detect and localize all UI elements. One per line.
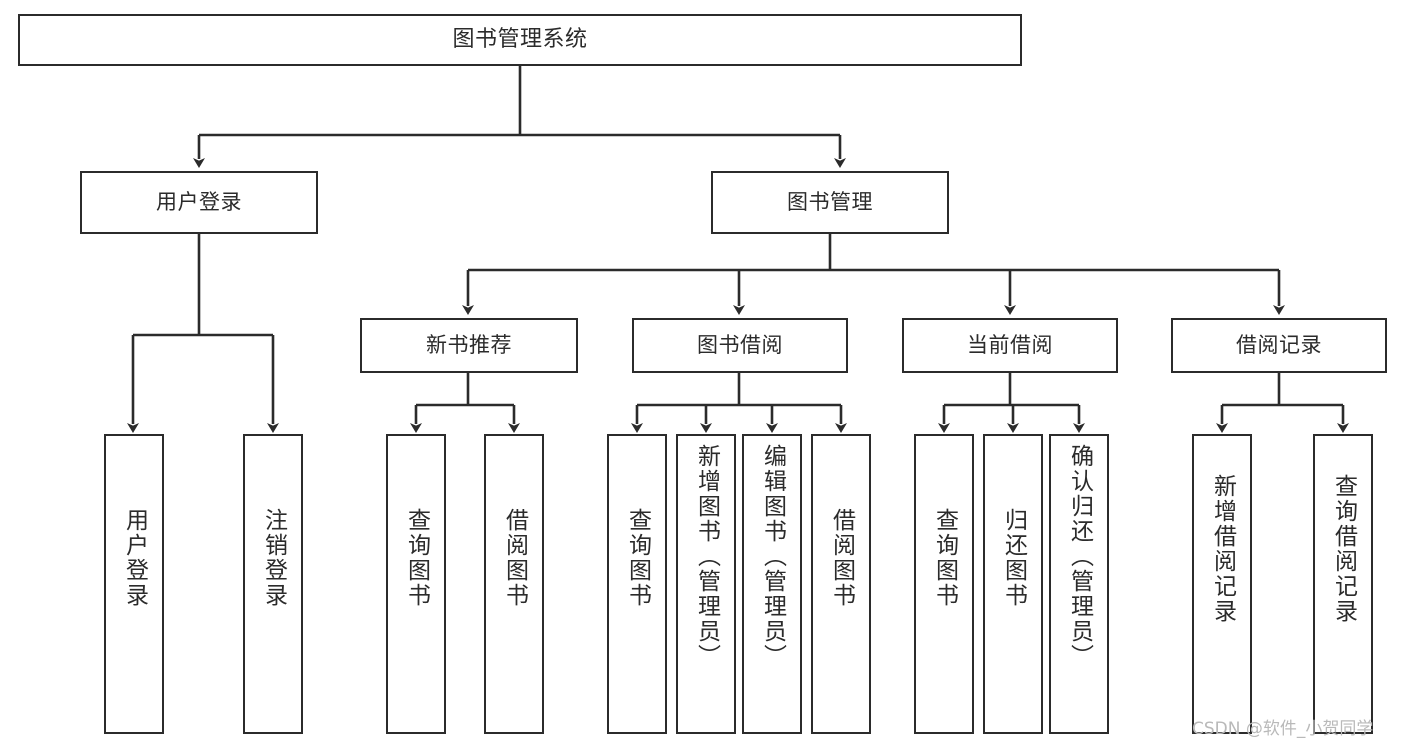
node-leaf-query-book-3[interactable]: 查询图书 bbox=[914, 434, 974, 734]
node-leaf-confirm-return[interactable]: 确认归还（管理员） bbox=[1049, 434, 1109, 734]
node-current-borrow-label: 当前借阅 bbox=[967, 333, 1053, 358]
node-leaf-logout-label: 注销登录 bbox=[260, 508, 287, 608]
node-leaf-query-book-1-label: 查询图书 bbox=[403, 508, 430, 608]
node-root[interactable]: 图书管理系统 bbox=[18, 14, 1022, 66]
node-leaf-query-book-1[interactable]: 查询图书 bbox=[386, 434, 446, 734]
node-leaf-borrow-book-2[interactable]: 借阅图书 bbox=[811, 434, 871, 734]
node-leaf-edit-book-label: 编辑图书（管理员） bbox=[759, 444, 786, 669]
node-leaf-return-book[interactable]: 归还图书 bbox=[983, 434, 1043, 734]
watermark: CSDN @软件_小贺同学 bbox=[1192, 719, 1374, 739]
node-root-label: 图书管理系统 bbox=[452, 27, 588, 53]
node-leaf-user-login[interactable]: 用户登录 bbox=[104, 434, 164, 734]
node-leaf-user-login-label: 用户登录 bbox=[121, 508, 148, 608]
node-new-book-recommend-label: 新书推荐 bbox=[426, 333, 512, 358]
node-leaf-query-book-2[interactable]: 查询图书 bbox=[607, 434, 667, 734]
node-user-login[interactable]: 用户登录 bbox=[80, 171, 318, 234]
node-user-login-label: 用户登录 bbox=[156, 190, 242, 215]
node-borrow-record-label: 借阅记录 bbox=[1236, 333, 1322, 358]
node-leaf-query-book-3-label: 查询图书 bbox=[931, 508, 958, 608]
node-leaf-edit-book[interactable]: 编辑图书（管理员） bbox=[742, 434, 802, 734]
node-book-borrow-label: 图书借阅 bbox=[697, 333, 783, 358]
node-leaf-logout[interactable]: 注销登录 bbox=[243, 434, 303, 734]
node-leaf-add-record-label: 新增借阅记录 bbox=[1209, 474, 1236, 624]
node-leaf-query-book-2-label: 查询图书 bbox=[624, 508, 651, 608]
node-book-management[interactable]: 图书管理 bbox=[711, 171, 949, 234]
node-leaf-query-record[interactable]: 查询借阅记录 bbox=[1313, 434, 1373, 734]
node-new-book-recommend[interactable]: 新书推荐 bbox=[360, 318, 578, 373]
node-book-management-label: 图书管理 bbox=[787, 190, 873, 215]
node-current-borrow[interactable]: 当前借阅 bbox=[902, 318, 1118, 373]
node-leaf-borrow-book-2-label: 借阅图书 bbox=[828, 508, 855, 608]
node-leaf-add-record[interactable]: 新增借阅记录 bbox=[1192, 434, 1252, 734]
node-leaf-add-book[interactable]: 新增图书（管理员） bbox=[676, 434, 736, 734]
node-leaf-borrow-book-1[interactable]: 借阅图书 bbox=[484, 434, 544, 734]
node-leaf-borrow-book-1-label: 借阅图书 bbox=[501, 508, 528, 608]
node-book-borrow[interactable]: 图书借阅 bbox=[632, 318, 848, 373]
node-leaf-add-book-label: 新增图书（管理员） bbox=[693, 444, 720, 669]
node-borrow-record[interactable]: 借阅记录 bbox=[1171, 318, 1387, 373]
node-leaf-query-record-label: 查询借阅记录 bbox=[1330, 474, 1357, 624]
node-leaf-confirm-return-label: 确认归还（管理员） bbox=[1066, 444, 1093, 669]
node-leaf-return-book-label: 归还图书 bbox=[1000, 508, 1027, 608]
